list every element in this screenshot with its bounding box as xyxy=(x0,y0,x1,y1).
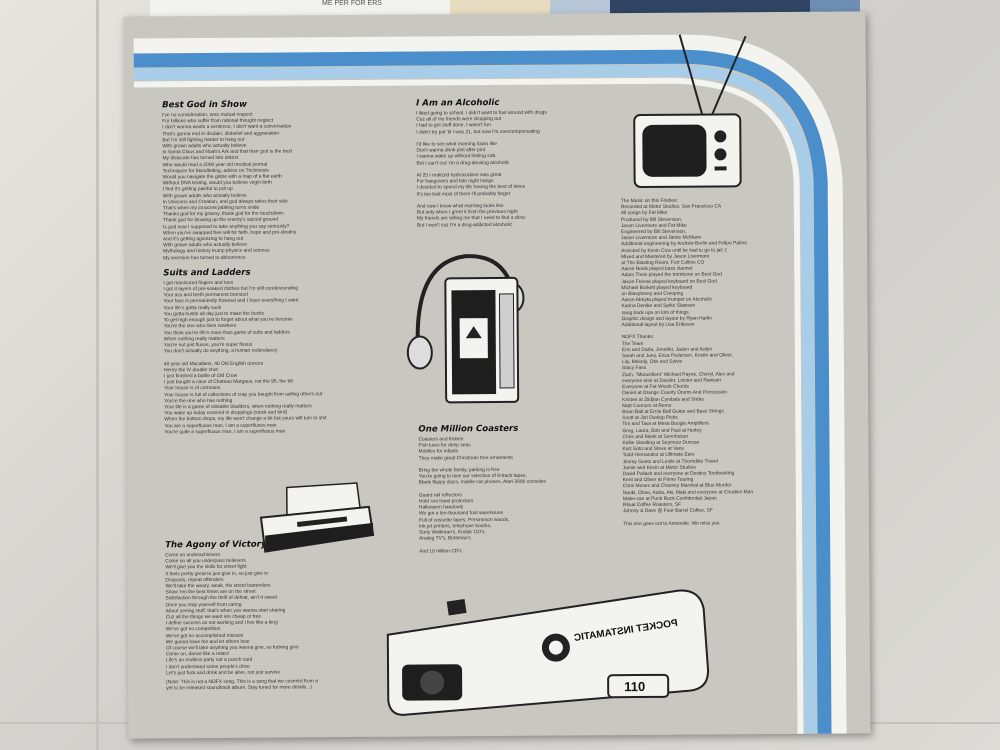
song-title: Best God in Show xyxy=(162,99,248,111)
lyric-line: Your house is full of collections of cra… xyxy=(164,391,323,398)
song-note: (Note: This is not a NOFX song. This is … xyxy=(166,679,318,692)
walkman-illustration xyxy=(406,254,525,404)
lyric-line: Let's just fuck and drink and be alive, … xyxy=(166,670,281,677)
blue-border-bands xyxy=(133,34,847,734)
song-title: Suits and Ladders xyxy=(163,267,251,279)
television-illustration xyxy=(633,34,747,188)
lyric-line: I didn't try pot 'til I was 21, but now … xyxy=(416,129,540,136)
lyric-line: You're quite a superfluous man, I am a s… xyxy=(164,429,286,436)
song-the-agony-of-victory: The Agony of Victory Come on underachiev… xyxy=(165,539,318,693)
floor-tile-seam xyxy=(96,0,99,750)
song-title: One Million Coasters xyxy=(418,423,519,435)
left-lyric-column: Best God in Show I've no consideration, … xyxy=(162,99,326,436)
top-record-text: ME PER FOR ERS xyxy=(322,0,382,7)
song-i-am-an-alcoholic: I Am an Alcoholic I liked going to schoo… xyxy=(416,98,548,230)
camera-illustration: 110 POCKET INSTAMATIC xyxy=(386,589,710,716)
song-lyrics: I've no consideration, zero mutual respe… xyxy=(162,112,325,262)
lyric-line: And 10 million CD's xyxy=(419,548,462,555)
note-line: yet to be released soundtrack album. Sta… xyxy=(166,685,312,692)
camera-model-label: 110 xyxy=(624,679,645,694)
song-suits-and-ladders: Suits and Ladders I got manicured finger… xyxy=(163,267,326,436)
printer-illustration xyxy=(259,482,375,553)
lyric-line: But I won't cuz I'm a drug-addicted alco… xyxy=(416,222,513,229)
song-best-god-in-show: Best God in Show I've no consideration, … xyxy=(162,99,325,262)
song-title: I Am an Alcoholic xyxy=(416,97,500,109)
middle-lyric-column: I Am an Alcoholic I liked going to schoo… xyxy=(416,98,548,230)
credits-column: The Music on this Frisbee:Recorded at Mo… xyxy=(621,198,754,528)
song-one-million-coasters: One Million Coasters Coasters and frisbe… xyxy=(418,424,546,556)
credit-line: This one goes out to Antonelle. We miss … xyxy=(623,521,721,527)
lyric-line: Blank floppy discs, mobile car phones, A… xyxy=(418,480,547,486)
left-lower-column: The Agony of Victory Come on underachiev… xyxy=(165,539,318,693)
middle-lower-column: One Million Coasters Coasters and frisbe… xyxy=(418,424,546,556)
song-lyrics: I liked going to school, I didn't want t… xyxy=(416,111,547,230)
credits-text: The Music on this Frisbee:Recorded at Mo… xyxy=(621,198,754,528)
lyric-sleeve: Best God in Show I've no consideration, … xyxy=(123,11,871,739)
